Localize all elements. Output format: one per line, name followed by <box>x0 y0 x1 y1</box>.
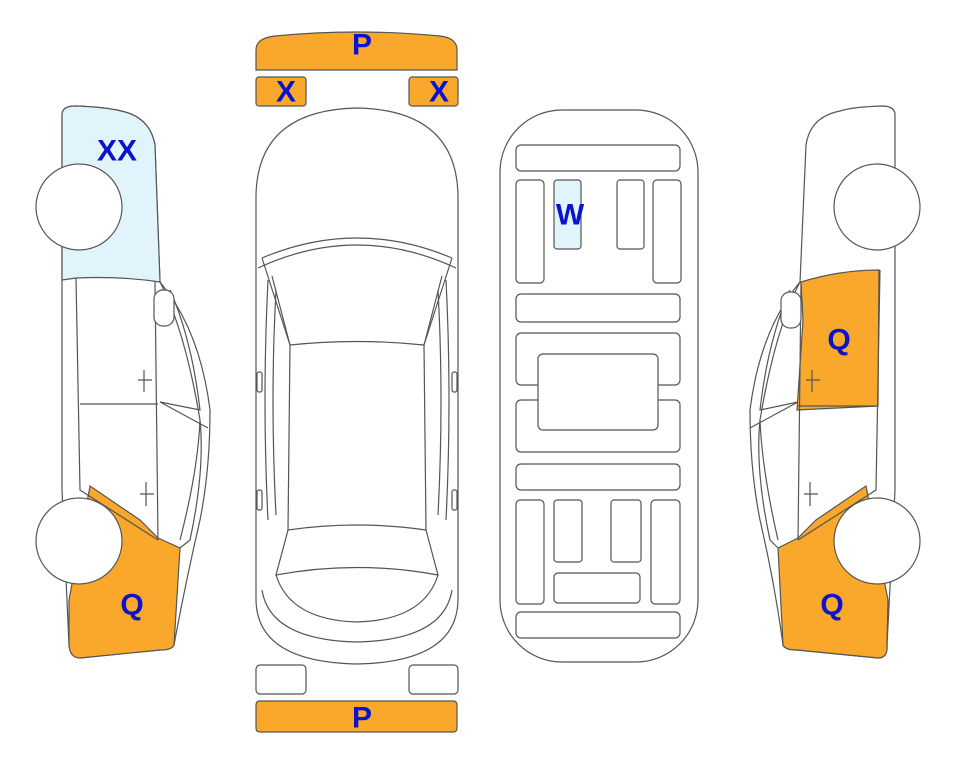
top-view-car <box>255 31 459 733</box>
left-mirror-label: X <box>276 76 296 109</box>
left-rear-wheel[interactable] <box>35 497 123 585</box>
right-front-wheel[interactable] <box>833 163 921 251</box>
roof-panel[interactable] <box>553 179 582 250</box>
right-rear-door-panel[interactable] <box>796 269 880 411</box>
roof-panel-label: W <box>556 199 585 232</box>
right-rear-wheel[interactable] <box>833 497 921 585</box>
front-bumper-label: P <box>352 29 372 62</box>
right-mirror-label: X <box>429 76 449 109</box>
front-bumper-panel[interactable] <box>255 31 458 71</box>
right-rear-quarter-label: Q <box>820 589 843 622</box>
left-front-quarter-label: XX <box>97 135 137 168</box>
underbody-view <box>499 109 699 663</box>
left-mirror-panel[interactable] <box>255 76 307 107</box>
right-mirror-panel[interactable] <box>408 76 459 107</box>
right-rear-door-label: Q <box>827 324 850 357</box>
left-tail-light[interactable] <box>255 664 307 695</box>
left-front-wheel[interactable] <box>35 163 123 251</box>
left-side-view <box>35 105 211 659</box>
rear-bumper-label: P <box>352 702 372 735</box>
right-tail-light[interactable] <box>408 664 459 695</box>
right-side-view <box>749 105 921 659</box>
top-body-outline <box>255 107 459 665</box>
left-rear-quarter-label: Q <box>120 589 143 622</box>
damage-labels: P X X XX W Q Q Q P <box>97 29 851 735</box>
rear-bumper-panel[interactable] <box>255 700 458 733</box>
